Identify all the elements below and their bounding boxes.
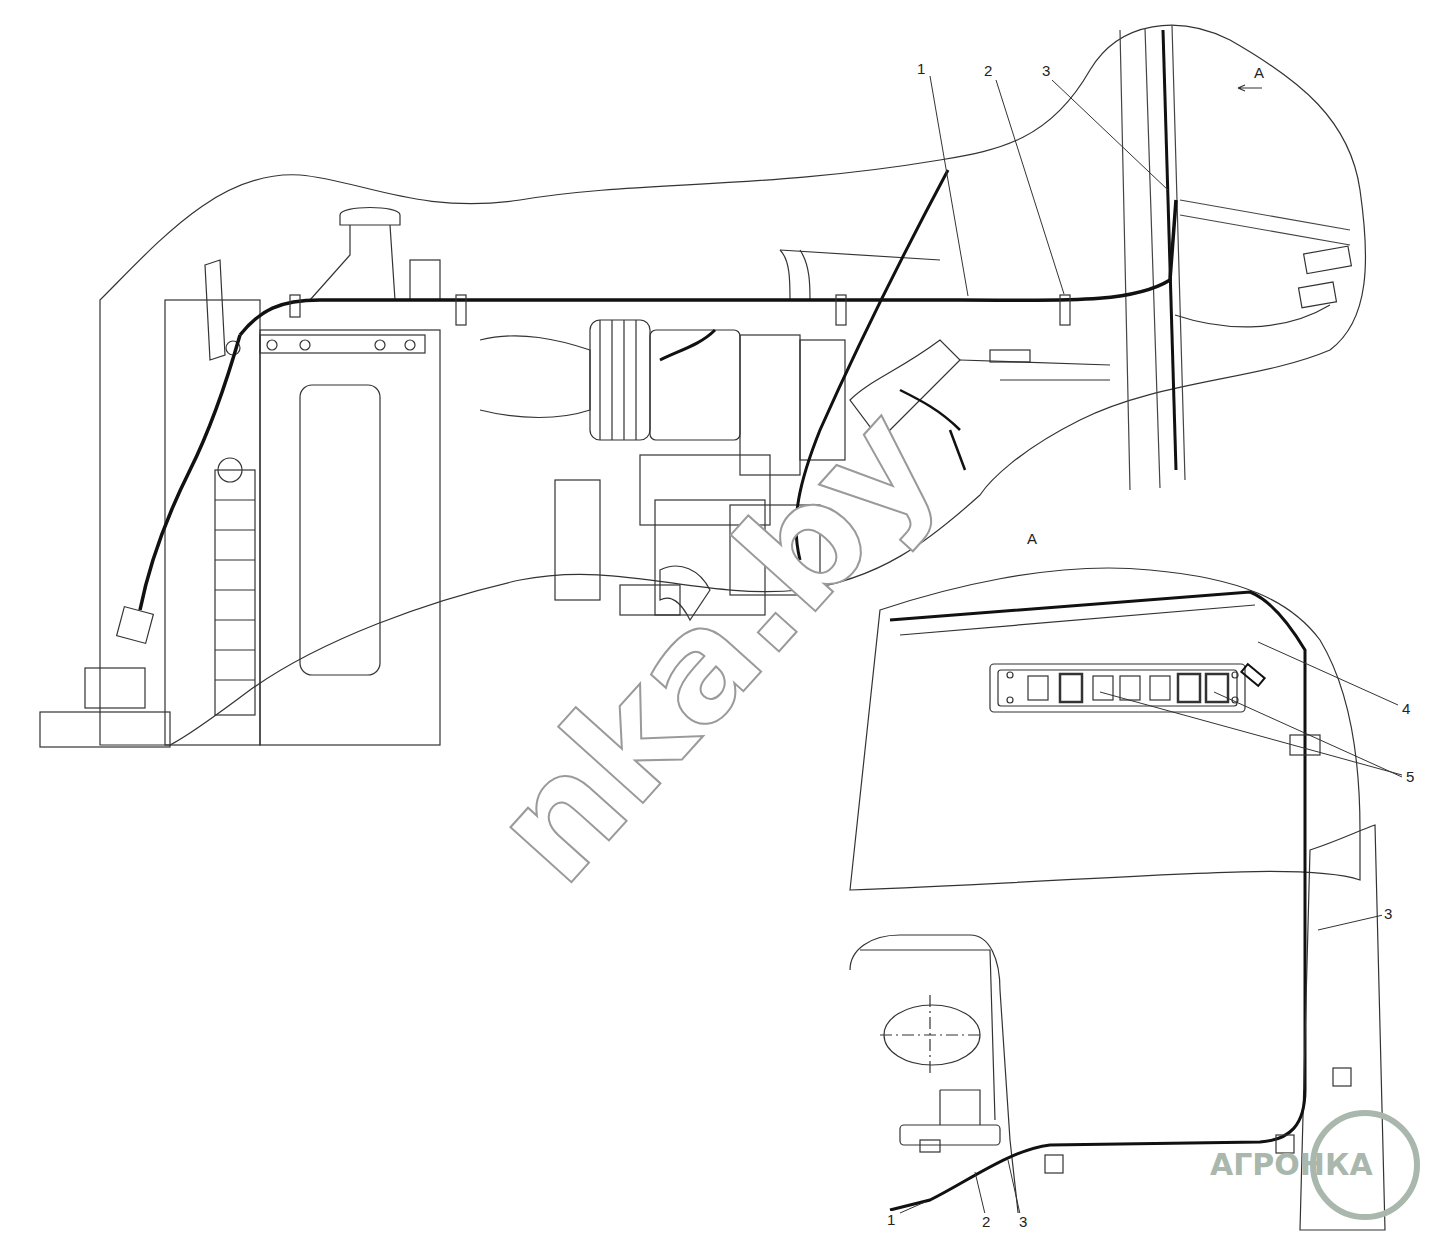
callout-number: 5 xyxy=(1404,768,1416,785)
callout-number: 4 xyxy=(1400,700,1412,717)
watermark: nka.by xyxy=(469,383,962,907)
callout-number: 1 xyxy=(915,60,927,77)
callout-number: 3 xyxy=(1017,1213,1029,1230)
view-label: А xyxy=(1252,64,1266,81)
callout-number: 1 xyxy=(885,1211,897,1228)
logo-text: АГРОНКА xyxy=(1210,1150,1373,1180)
callout-number: 2 xyxy=(980,1213,992,1230)
callout-number: 3 xyxy=(1382,905,1394,922)
view-label: А xyxy=(1025,530,1039,547)
callout-number: 2 xyxy=(982,62,994,79)
callout-number: 3 xyxy=(1040,62,1052,79)
